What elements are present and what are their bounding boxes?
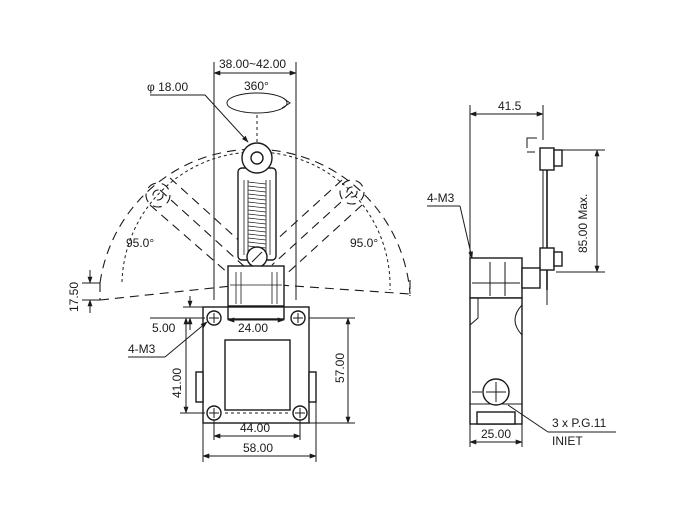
dim-top-width: 24.00	[238, 321, 268, 335]
body-side-right	[308, 371, 317, 403]
leader-conduit	[507, 404, 549, 433]
side-head	[469, 257, 523, 299]
swing-baseline-left	[99, 283, 251, 301]
dim-hole-spacing: 44.00	[240, 421, 270, 435]
lever-thread-line	[247, 213, 267, 217]
body-window	[224, 339, 291, 411]
lever-thread-line	[247, 229, 267, 233]
dim-swing-right: 95.0°	[350, 236, 378, 250]
roller-ghost-left-hub	[152, 189, 164, 201]
label-screw-front: 4-M3	[128, 342, 156, 356]
screw-icon-top-left	[206, 310, 222, 326]
body-top-flange	[227, 306, 285, 320]
lever-thread-line	[247, 181, 267, 185]
dim-body-width: 58.00	[243, 441, 273, 455]
body-side-left	[195, 371, 204, 403]
dim-swing-left: 95.0°	[126, 236, 154, 250]
lever-thread-line	[247, 201, 267, 205]
rotation-ellipse	[226, 92, 288, 114]
lever-ghost-right	[261, 179, 363, 279]
actuator-hatch	[230, 272, 282, 304]
dim-rotation: 360°	[244, 79, 269, 93]
actuator-head	[227, 265, 285, 307]
swing-baseline-right	[264, 283, 411, 295]
dim-roller-diameter: φ 18.00	[147, 80, 188, 94]
roller-ghost-left	[145, 182, 171, 208]
conduit-screw-icon	[482, 378, 510, 406]
lever-thread-line	[247, 189, 267, 193]
side-view: 41.5 85.00 Max. 4-M3 25.00 3 x P.G.11 IN…	[427, 99, 616, 448]
lever-thread-line	[247, 233, 267, 237]
roller-ghost-right-hub	[346, 186, 358, 198]
label-screw-side: 4-M3	[427, 191, 455, 205]
roller-ghost-right	[339, 179, 365, 205]
dim-height-right: 57.00	[333, 353, 347, 383]
dim-lever-range: 38.00~42.00	[219, 57, 286, 71]
label-conduit: 3 x P.G.11	[552, 416, 607, 430]
lever-slot-hatch	[243, 180, 271, 255]
side-lever-joint	[539, 247, 555, 271]
lever-thread-line	[247, 217, 267, 221]
dim-max-height: 85.00 Max.	[576, 194, 590, 253]
lever-thread-line	[247, 241, 267, 245]
side-roller	[539, 147, 555, 171]
lever-thread-line	[247, 197, 267, 201]
roller-hub	[250, 151, 264, 165]
lever-thread-line	[247, 185, 267, 189]
dim-lever-offset: 41.5	[498, 99, 522, 113]
lever-thread-line	[247, 209, 267, 213]
lever-thread-line	[247, 205, 267, 209]
screw-icon-bottom-left	[206, 405, 222, 421]
lever-thread-line	[247, 193, 267, 197]
lever-thread-line	[247, 221, 267, 225]
label-inlet: INIET	[552, 434, 583, 448]
lever-thread-line	[247, 237, 267, 241]
dim-height-left: 41.00	[170, 368, 184, 398]
dim-pretravel: 17.50	[67, 282, 81, 312]
screw-icon-bottom-right	[292, 405, 308, 421]
screw-icon-top-right	[290, 310, 306, 326]
dim-depth: 25.00	[481, 427, 511, 441]
lever-thread-line	[247, 225, 267, 229]
front-view: 38.00~42.00 360° φ 18.00 95.0° 95.0° 17.…	[67, 57, 411, 462]
dim-mount-offset: 5.00	[152, 321, 176, 335]
